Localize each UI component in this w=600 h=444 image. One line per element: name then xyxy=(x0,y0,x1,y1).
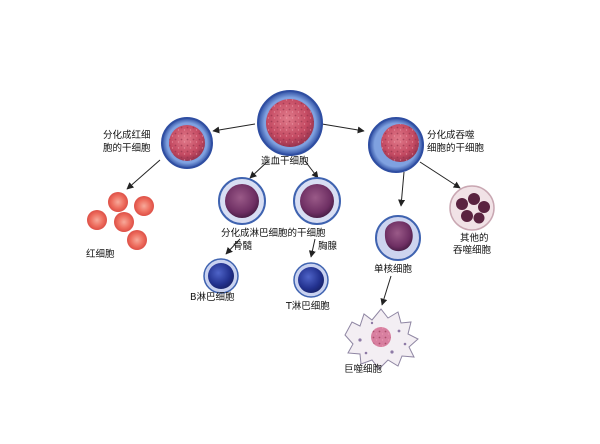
rbc xyxy=(87,210,107,230)
monocyte xyxy=(375,215,421,261)
label-other-phagocyte-line2: 吞噬细胞 xyxy=(453,245,492,256)
arrow-to-other-phago xyxy=(419,161,461,189)
arrow-hsc-to-erythroid-stem xyxy=(212,123,256,134)
rbc xyxy=(108,192,128,212)
other-phagocyte xyxy=(449,185,495,231)
arrow-to-macrophage xyxy=(380,275,392,306)
label-phagocyte-stem-line2: 细胞的干细胞 xyxy=(427,143,485,154)
label-macrophage: 巨噬细胞 xyxy=(344,364,383,375)
arrow-hsc-to-phago-stem xyxy=(321,123,365,134)
red-blood-cells xyxy=(87,192,154,250)
label-other-phagocyte-line1: 其他的 xyxy=(460,233,489,244)
label-phagocyte-stem-line1: 分化成吞噬 xyxy=(427,130,475,141)
phagocyte-stem-cell xyxy=(368,117,424,173)
erythroid-stem-cell xyxy=(161,117,213,169)
b-lymphocyte xyxy=(203,258,239,294)
arrow-hsc-to-lymph-stem-left xyxy=(249,160,269,179)
rbc xyxy=(114,212,134,232)
t-lymphocyte xyxy=(293,262,329,298)
label-erythroid-stem-line1: 分化成红细 xyxy=(103,130,151,141)
label-b-lymphocyte: B淋巴细胞 xyxy=(190,292,235,303)
label-thymus: 胸腺 xyxy=(318,241,338,252)
label-red-blood-cells: 红细胞 xyxy=(86,249,115,260)
arrow-to-red-cells xyxy=(126,159,161,190)
rbc xyxy=(127,230,147,250)
arrow-hsc-to-lymph-stem-right xyxy=(304,160,319,179)
label-t-lymphocyte: T淋巴细胞 xyxy=(286,301,330,312)
arrow-to-b-lymph xyxy=(225,238,241,255)
arrow-to-monocyte xyxy=(398,171,406,207)
hematopoietic-stem-cell xyxy=(257,90,323,156)
lymphoid-stem-cell-left xyxy=(218,177,266,225)
label-erythroid-stem-line2: 胞的干细胞 xyxy=(103,143,151,154)
label-monocyte: 单核细胞 xyxy=(374,264,413,275)
rbc xyxy=(134,196,154,216)
label-lymphoid-stem: 分化成淋巴细胞的干细胞 xyxy=(221,228,326,239)
arrow-to-t-lymph xyxy=(308,238,316,258)
arrows xyxy=(126,123,461,306)
label-hematopoietic-stem-cell: 造血干细胞 xyxy=(261,156,309,167)
lymphoid-stem-cell-right xyxy=(293,177,341,225)
label-bone-marrow: 骨髓 xyxy=(233,241,253,252)
macrophage xyxy=(344,308,419,370)
